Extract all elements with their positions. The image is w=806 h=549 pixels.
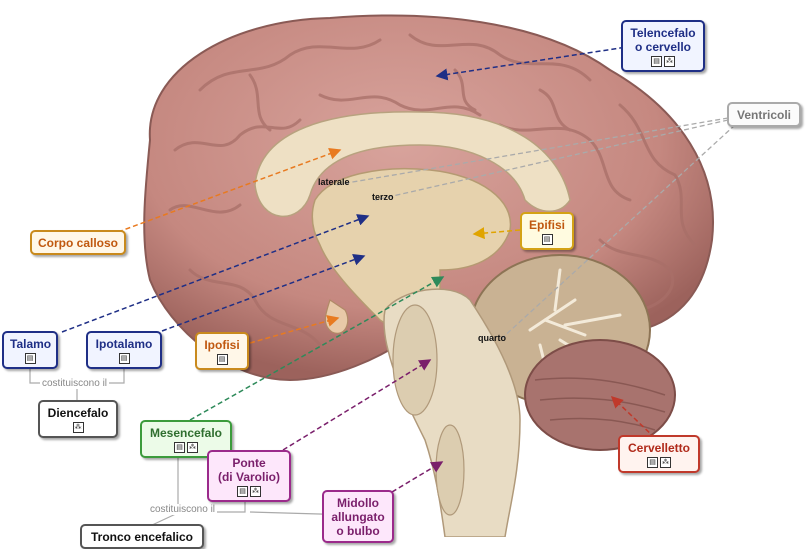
note-icon[interactable]: ▤: [237, 486, 248, 497]
label-laterale: laterale: [318, 177, 350, 187]
node-midollo[interactable]: Midollo allungato o bulbo: [322, 490, 394, 543]
label-quarto: quarto: [478, 333, 506, 343]
node-label: Corpo calloso: [38, 236, 119, 250]
node-label: Cervelletto: [627, 441, 691, 455]
link-label-tronco: costituiscono il: [148, 504, 218, 515]
node-label: Ipofisi: [204, 338, 240, 352]
node-label: Telencefalo: [630, 26, 696, 40]
concept-map-icon[interactable]: ⁂: [660, 457, 671, 468]
node-label: Diencefalo: [47, 406, 109, 420]
label-terzo: terzo: [372, 192, 394, 202]
concept-map-icon[interactable]: ⁂: [250, 486, 261, 497]
note-icon[interactable]: ▤: [651, 56, 662, 67]
node-telencefalo[interactable]: Telencefalo o cervello ▤⁂: [621, 20, 705, 72]
brain-diagram: [29, 14, 736, 537]
node-label: Ponte: [232, 456, 266, 470]
pons-shape: [392, 304, 438, 416]
node-cervelletto[interactable]: Cervelletto ▤⁂: [618, 435, 700, 473]
concept-map-icon[interactable]: ⁂: [72, 422, 84, 433]
note-icon[interactable]: ▤: [541, 234, 553, 245]
node-ponte[interactable]: Ponte (di Varolio) ▤⁂: [207, 450, 291, 502]
note-icon[interactable]: ▤: [647, 457, 658, 468]
node-label: Ipotalamo: [95, 337, 153, 351]
link-label-diencefalo: costituiscono il: [40, 378, 110, 389]
node-diencefalo[interactable]: Diencefalo ⁂: [38, 400, 118, 438]
node-label: Epifisi: [528, 218, 565, 232]
node-epifisi[interactable]: Epifisi ▤: [520, 212, 574, 250]
node-ventricoli[interactable]: Ventricoli: [727, 102, 801, 127]
note-icon[interactable]: ▤: [24, 353, 36, 364]
cerebellum-folia: [534, 377, 666, 431]
node-label: Talamo: [10, 337, 52, 351]
node-label: Tronco encefalico: [90, 530, 194, 544]
medulla-shape: [435, 424, 465, 516]
note-icon[interactable]: ▤: [216, 354, 228, 365]
node-talamo[interactable]: Talamo ▤: [2, 331, 58, 369]
node-label: Ventricoli: [736, 108, 792, 122]
node-label: allungato: [331, 510, 385, 524]
node-ipofisi[interactable]: Ipofisi ▤: [195, 332, 249, 370]
concept-map-icon[interactable]: ⁂: [187, 442, 198, 453]
note-icon[interactable]: ▤: [118, 353, 130, 364]
gyri-texture: [168, 33, 697, 347]
node-label: o cervello: [634, 40, 692, 54]
diencephalon-shape: [311, 168, 512, 330]
node-corpo-calloso[interactable]: Corpo calloso: [30, 230, 126, 255]
node-label: Mesencefalo: [149, 426, 223, 440]
node-label: o bulbo: [336, 524, 380, 538]
cerebellum-hemisphere: [524, 339, 676, 451]
node-ipotalamo[interactable]: Ipotalamo ▤: [86, 331, 162, 369]
concept-map-icon[interactable]: ⁂: [664, 56, 675, 67]
note-icon[interactable]: ▤: [174, 442, 185, 453]
node-label: Midollo: [337, 496, 379, 510]
corpus-callosum-shape: [254, 111, 571, 218]
node-label: (di Varolio): [217, 470, 280, 484]
